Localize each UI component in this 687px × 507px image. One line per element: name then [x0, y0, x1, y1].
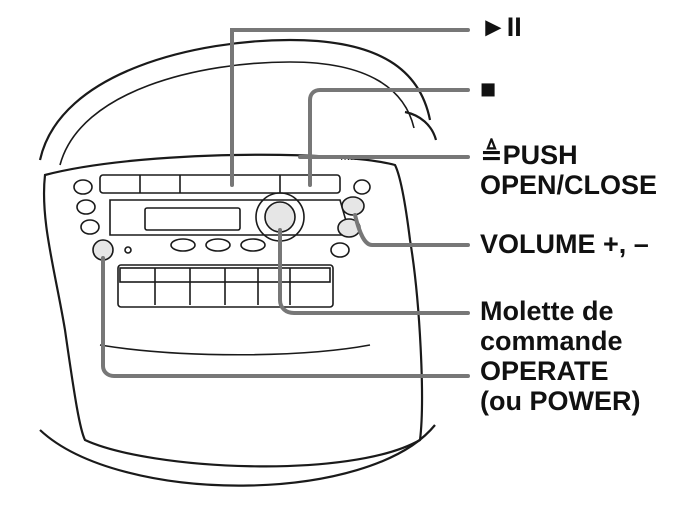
label-operate-line2: (ou POWER) [480, 386, 641, 416]
left-button-3 [80, 219, 100, 235]
label-stop: ■ [480, 74, 497, 104]
right-button-4 [330, 242, 350, 258]
volume-plus-button [341, 196, 365, 216]
leader-operate [101, 256, 470, 378]
handle-side-right [404, 110, 438, 141]
carry-handle [38, 38, 432, 161]
label-push: ≜PUSH [480, 140, 578, 170]
display-window [144, 207, 241, 231]
left-button-1 [73, 179, 93, 195]
label-play-pause: ►II [480, 12, 522, 42]
label-operate-line1: OPERATE [480, 356, 609, 386]
left-button-2 [76, 199, 96, 215]
preset-button-1 [170, 238, 196, 252]
label-molette-line1: Molette de [480, 296, 614, 326]
label-open-close: OPEN/CLOSE [480, 170, 658, 200]
jog-dial-inner [264, 201, 296, 233]
leader-stop [308, 88, 470, 187]
leader-volume [353, 213, 470, 247]
body-outline [42, 153, 424, 468]
leader-molette [278, 228, 470, 315]
top-control-strip [99, 174, 341, 194]
preset-button-3 [240, 238, 266, 252]
small-indicator [124, 246, 132, 254]
body-seam [99, 344, 371, 356]
base-curve [39, 424, 436, 487]
label-volume: VOLUME +, – [480, 229, 649, 259]
label-molette-line2: commande [480, 326, 623, 356]
preset-button-2 [205, 238, 231, 252]
cassette-deck [117, 264, 334, 308]
right-button-1 [353, 179, 371, 195]
leader-play-pause [230, 28, 470, 187]
